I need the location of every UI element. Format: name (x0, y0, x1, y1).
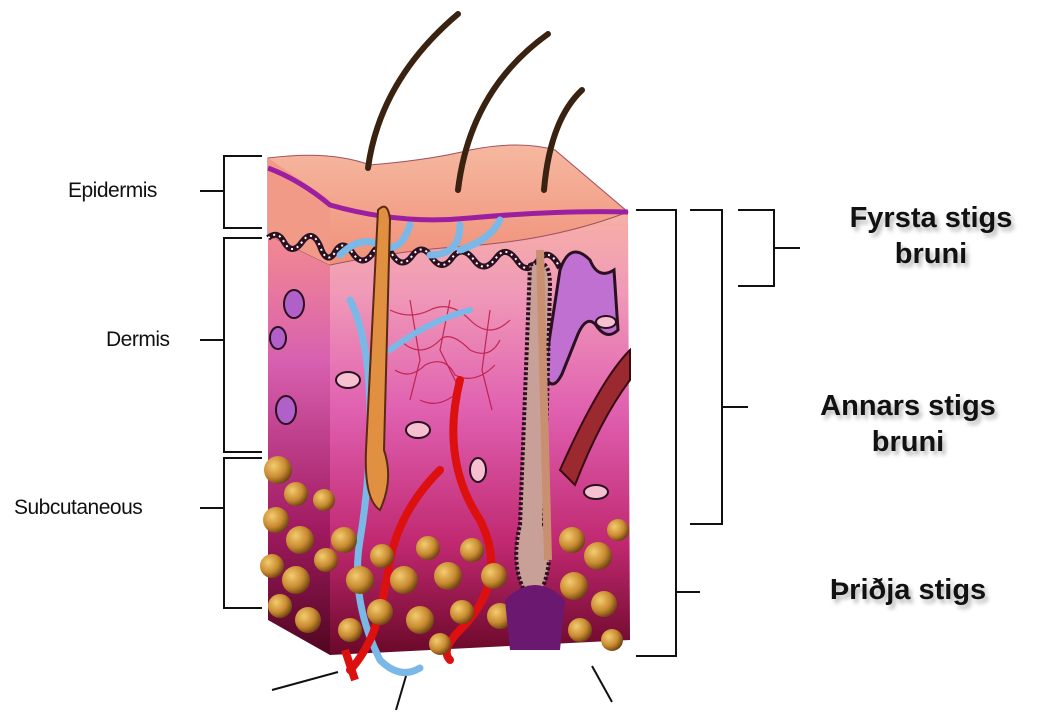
cell (284, 290, 304, 318)
cell (584, 485, 608, 499)
cell (336, 372, 360, 388)
first-degree-bracket (738, 210, 774, 286)
dermis-label: Dermis (106, 328, 170, 352)
first-degree-line2: bruni (826, 236, 1036, 272)
pointer-lines (272, 666, 612, 710)
subcutaneous-label: Subcutaneous (14, 496, 142, 520)
cell (470, 458, 486, 482)
epidermis-bracket (224, 156, 262, 228)
second-degree-label: Annars stigs bruni (790, 388, 1026, 460)
first-degree-label: Fyrsta stigs bruni (826, 200, 1036, 272)
second-degree-line2: bruni (790, 424, 1026, 460)
skin-block (260, 145, 630, 680)
third-degree-label: Þriðja stigs (800, 572, 1016, 608)
cell (596, 316, 616, 328)
cell (406, 422, 430, 438)
cell (270, 327, 286, 349)
second-degree-line1: Annars stigs (790, 388, 1026, 424)
epidermis-label: Epidermis (68, 179, 157, 203)
layer-brackets (200, 156, 262, 608)
burn-brackets (636, 210, 800, 656)
subcutaneous-bracket (224, 458, 262, 608)
third-degree-bracket (636, 210, 676, 656)
dermis-bracket (224, 238, 262, 452)
third-degree-line1: Þriðja stigs (800, 572, 1016, 608)
cell (276, 396, 296, 424)
first-degree-line1: Fyrsta stigs (826, 200, 1036, 236)
second-degree-bracket (690, 210, 722, 524)
